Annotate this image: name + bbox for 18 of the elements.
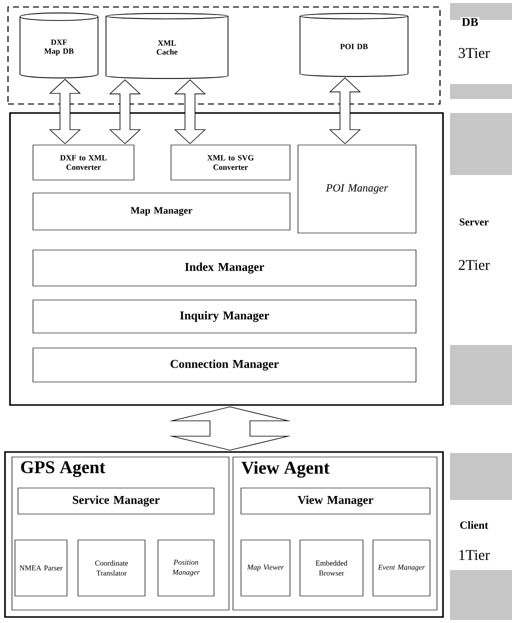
module-box: Index Manager: [32, 250, 416, 286]
module-box: Connection Manager: [32, 348, 416, 382]
module-box: POI Manager: [298, 144, 416, 234]
tier-frame: [4, 451, 444, 618]
module-box: Map Manager: [32, 192, 290, 230]
module-box: Service Manager: [18, 488, 214, 514]
tier-frame: [9, 112, 444, 406]
module-box: Inquiry Manager: [32, 300, 416, 334]
tier-label: 3Tier: [457, 47, 491, 60]
block-arrow: [49, 78, 81, 144]
block-arrow: [169, 406, 291, 451]
module-box: View Manager: [240, 488, 430, 514]
tier-label: 2Tier: [457, 258, 491, 272]
tier-label: Server: [458, 218, 490, 227]
tier-frame: [7, 6, 441, 105]
tier-label: Client: [458, 520, 490, 530]
tier-label: DB: [460, 17, 480, 27]
tier-label: 1Tier: [457, 548, 491, 562]
